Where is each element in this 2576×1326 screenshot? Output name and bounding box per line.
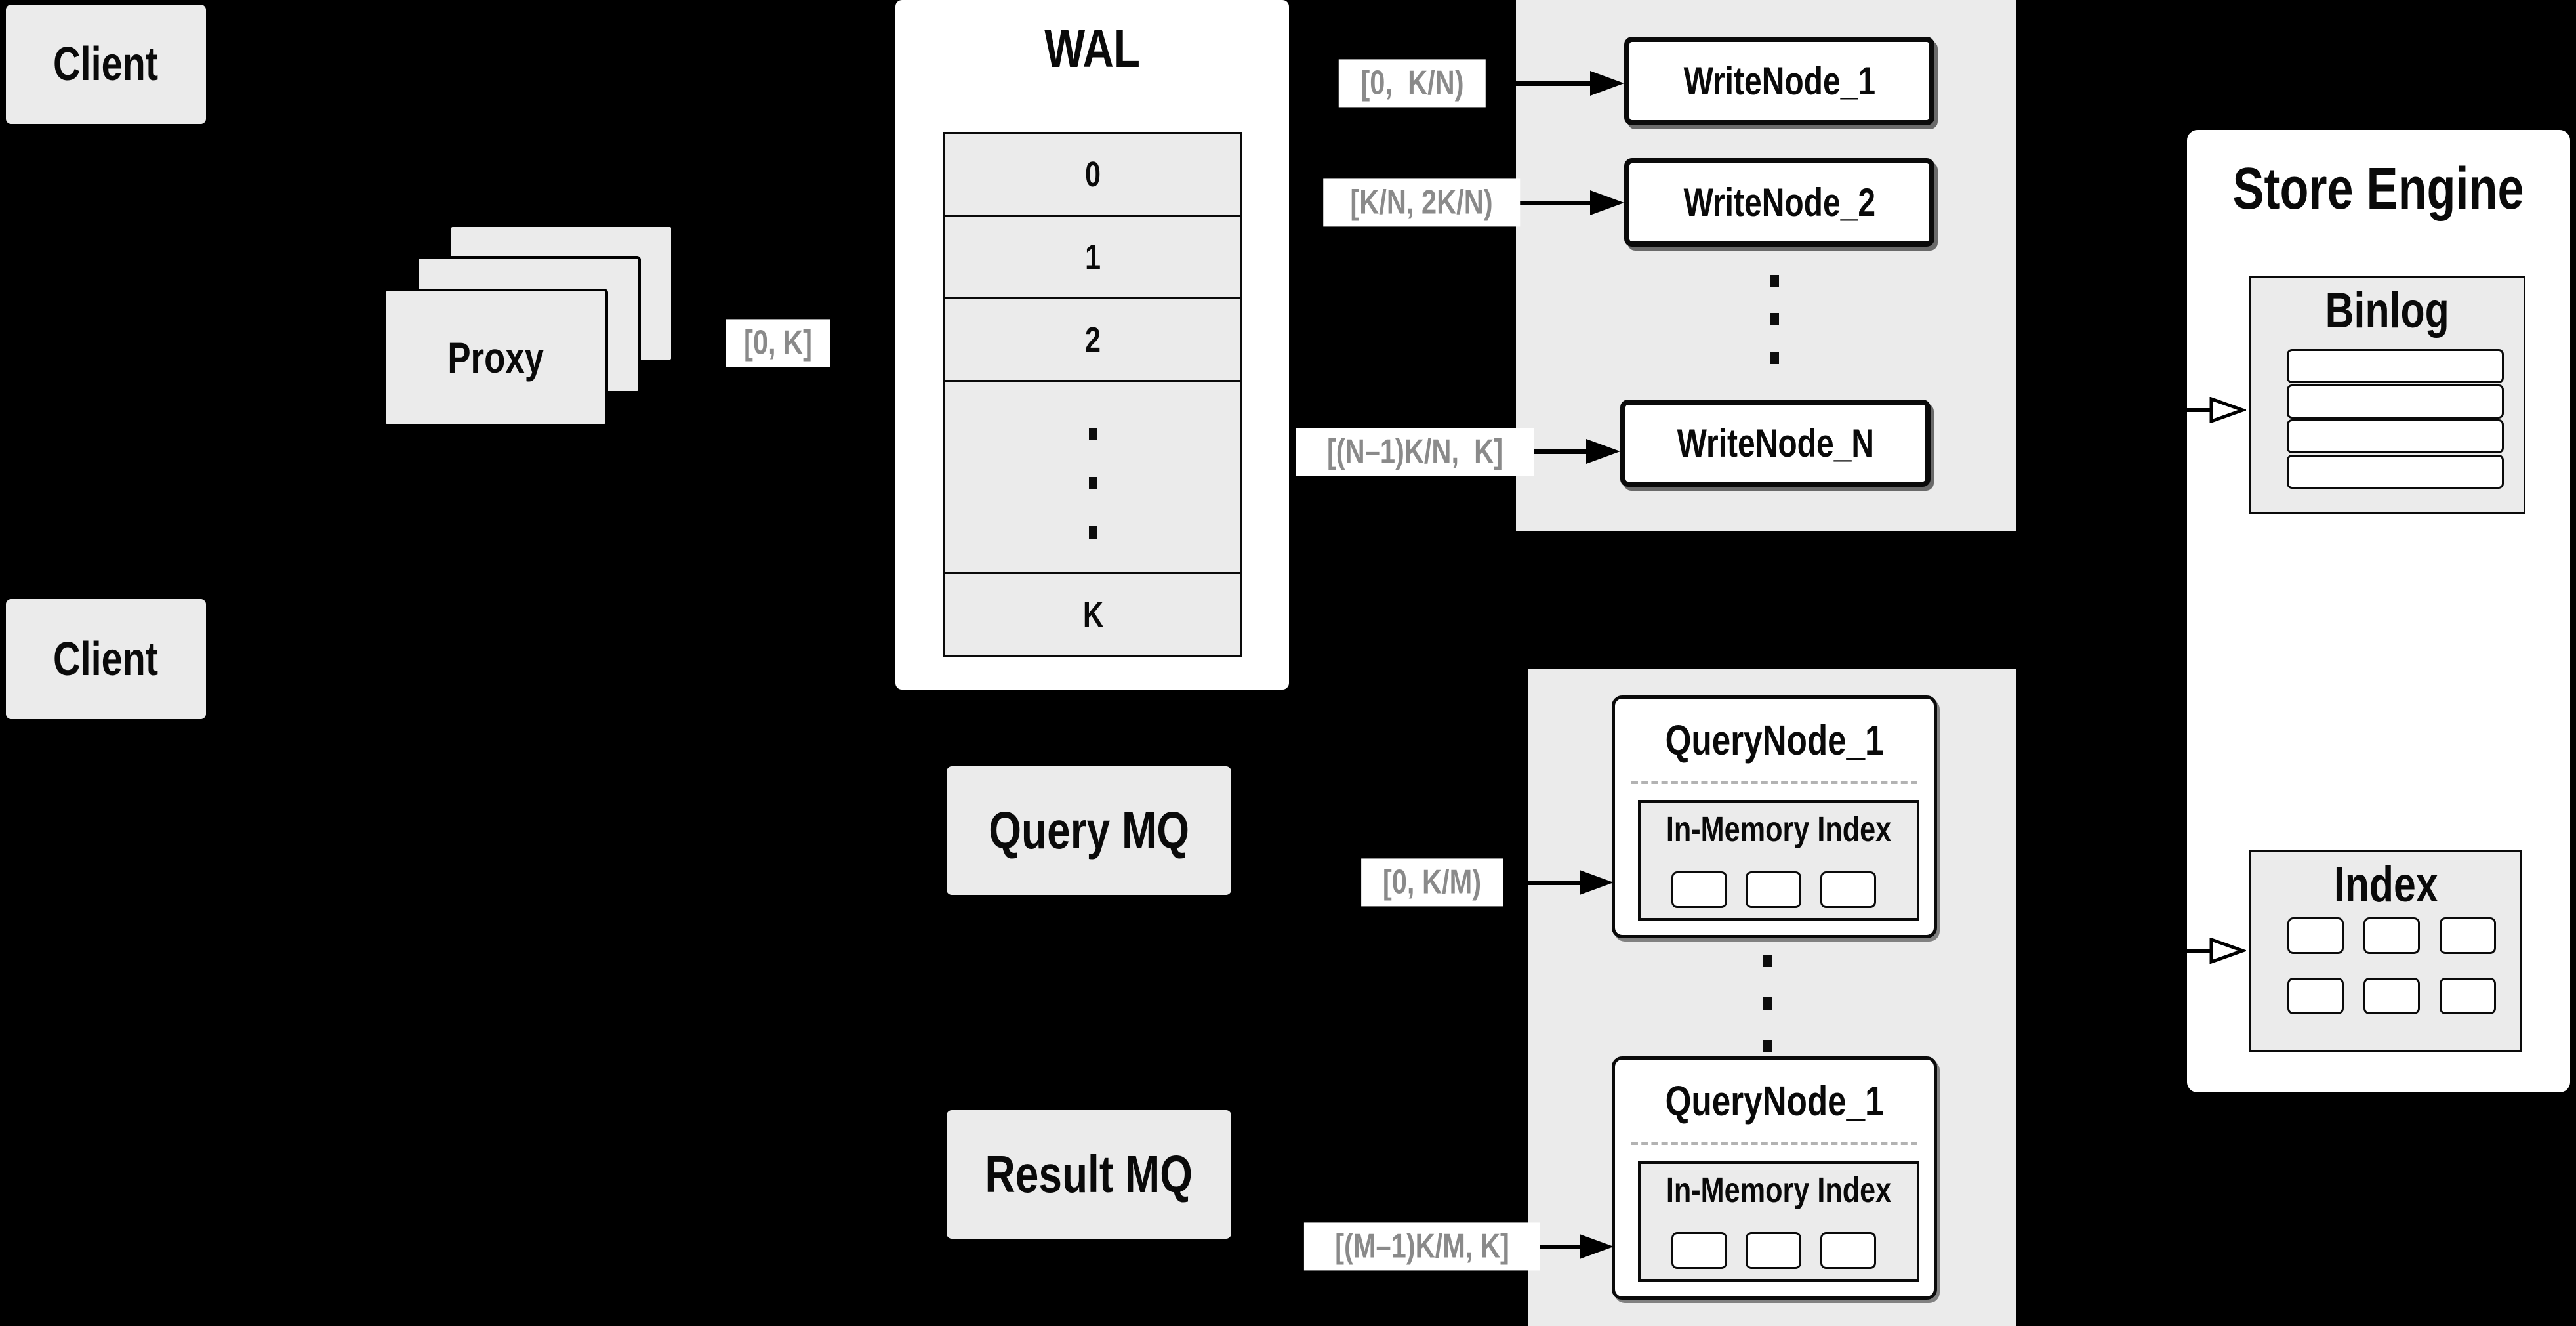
inmemory-index-bottom: In-Memory Index: [1638, 1161, 1919, 1282]
index-segment-cell: [1820, 1232, 1876, 1269]
query-node-top-title-row: QueryNode_1: [1615, 716, 1934, 764]
query-node-group: QueryNode_1 In-Memory Index QueryNode_1: [1528, 669, 2016, 1326]
binlog-row: [2287, 419, 2504, 453]
index-segment-cell: [1820, 871, 1876, 908]
client-bottom-label: Client: [53, 632, 159, 686]
arrow-head-write-2-icon: [1590, 190, 1624, 215]
inmemory-index-top: In-Memory Index: [1638, 800, 1919, 921]
arrow-head-query-bottom-icon: [1580, 1234, 1614, 1259]
store-engine-title: Store Engine: [2232, 155, 2525, 222]
range-label-write-n: [(N–1)K/N, K]: [1296, 428, 1534, 476]
inmemory-index-bottom-title: In-Memory Index: [1666, 1171, 1892, 1210]
query-mq-label: Query MQ: [989, 801, 1189, 860]
result-mq-box: Result MQ: [947, 1110, 1231, 1239]
query-node-bottom-title-row: QueryNode_1: [1615, 1077, 1934, 1125]
query-mq-box: Query MQ: [947, 766, 1231, 895]
arrow-head-write-n-icon: [1586, 439, 1620, 464]
wal-row-k: K: [945, 572, 1240, 655]
inmemory-index-top-title: In-Memory Index: [1666, 810, 1892, 849]
binlog-title-row: Binlog: [2251, 282, 2524, 339]
index-segment-cell: [2363, 917, 2420, 954]
client-box-top: Client: [6, 5, 206, 124]
query-node-bottom: QueryNode_1 In-Memory Index: [1612, 1056, 1937, 1300]
index-segment-cell: [1671, 871, 1727, 908]
range-label-query-last: [(M–1)K/M, K]: [1303, 1222, 1541, 1271]
wal-row-1: 1: [945, 215, 1240, 297]
arrow-head-write-1-icon: [1590, 71, 1624, 96]
index-segment-cell: [1671, 1232, 1727, 1269]
wal-row-0: 0: [1084, 154, 1101, 194]
client-top-label: Client: [53, 38, 159, 91]
write-node-n: WriteNode_N: [1620, 400, 1931, 487]
index-segment-cell: [2440, 917, 2496, 954]
arrow-head-query-top-icon: [1580, 870, 1614, 895]
wal-title: WAL: [1044, 19, 1140, 79]
dashed-divider: [1631, 1142, 1917, 1145]
dashed-divider: [1631, 781, 1917, 784]
range-label-proxy-out: [0, K]: [726, 319, 830, 367]
inmemory-index-top-title-row: In-Memory Index: [1641, 810, 1917, 849]
proxy-label: Proxy: [447, 333, 544, 382]
ellipsis-dot-icon: [1089, 526, 1097, 539]
ellipsis-dot-icon: [1089, 428, 1097, 440]
result-mq-label: Result MQ: [985, 1145, 1193, 1203]
arrow-shaft-index: [2153, 949, 2213, 953]
client-box-bottom: Client: [6, 599, 206, 719]
open-arrow-head-binlog-icon: [2209, 397, 2246, 423]
wal-log-table: 0 1 2 K: [943, 132, 1242, 657]
arrow-shaft-write-1: [1476, 81, 1594, 86]
index-title-row: Index: [2251, 856, 2520, 913]
ellipsis-dot-icon: [1770, 352, 1779, 364]
index-title: Index: [2333, 856, 2438, 913]
ellipsis-dot-icon: [1770, 275, 1779, 287]
wal-title-row: WAL: [895, 19, 1289, 79]
binlog-title: Binlog: [2325, 282, 2450, 339]
ellipsis-dot-icon: [1763, 955, 1772, 967]
query-node-top: QueryNode_1 In-Memory Index: [1612, 695, 1937, 938]
query-node-bottom-title: QueryNode_1: [1665, 1077, 1884, 1125]
ellipsis-dot-icon: [1763, 997, 1772, 1010]
index-segment-cell: [1746, 1232, 1801, 1269]
binlog-row: [2287, 349, 2504, 383]
query-node-top-title: QueryNode_1: [1665, 716, 1884, 764]
ellipsis-dot-icon: [1763, 1040, 1772, 1052]
store-engine-panel: Store Engine Binlog Index: [2187, 130, 2570, 1092]
ellipsis-dot-icon: [1089, 477, 1097, 489]
range-label-write-2: [K/N, 2K/N): [1323, 178, 1520, 227]
ellipsis-dot-icon: [1770, 313, 1779, 325]
index-segment-cell: [2363, 978, 2420, 1014]
arrow-shaft-write-2: [1503, 201, 1594, 205]
index-segment-cell: [2287, 978, 2344, 1014]
range-label-query-first: [0, K/M): [1361, 858, 1503, 907]
open-arrow-head-index-icon: [2209, 938, 2246, 964]
store-engine-title-row: Store Engine: [2187, 156, 2570, 222]
range-label-write-1: [0, K/N): [1338, 59, 1486, 108]
arrow-shaft-query-top: [1494, 881, 1581, 885]
binlog-box: Binlog: [2249, 276, 2525, 514]
arrow-shaft-write-n: [1503, 449, 1587, 454]
binlog-row: [2287, 455, 2504, 489]
index-segment-cell: [1746, 871, 1801, 908]
index-segment-cell: [2287, 917, 2344, 954]
inmemory-index-bottom-title-row: In-Memory Index: [1641, 1171, 1917, 1210]
index-segment-cell: [2440, 978, 2496, 1014]
arrow-shaft-binlog: [2153, 408, 2213, 412]
wal-row-2: 2: [945, 297, 1240, 380]
index-box: Index: [2249, 850, 2522, 1052]
write-node-1: WriteNode_1: [1624, 37, 1934, 125]
binlog-row: [2287, 384, 2504, 419]
wal-panel: WAL 0 1 2 K: [895, 0, 1289, 690]
proxy-card-front: Proxy: [383, 289, 608, 426]
wal-ellipsis-row: [945, 380, 1240, 572]
write-node-2: WriteNode_2: [1624, 158, 1934, 247]
